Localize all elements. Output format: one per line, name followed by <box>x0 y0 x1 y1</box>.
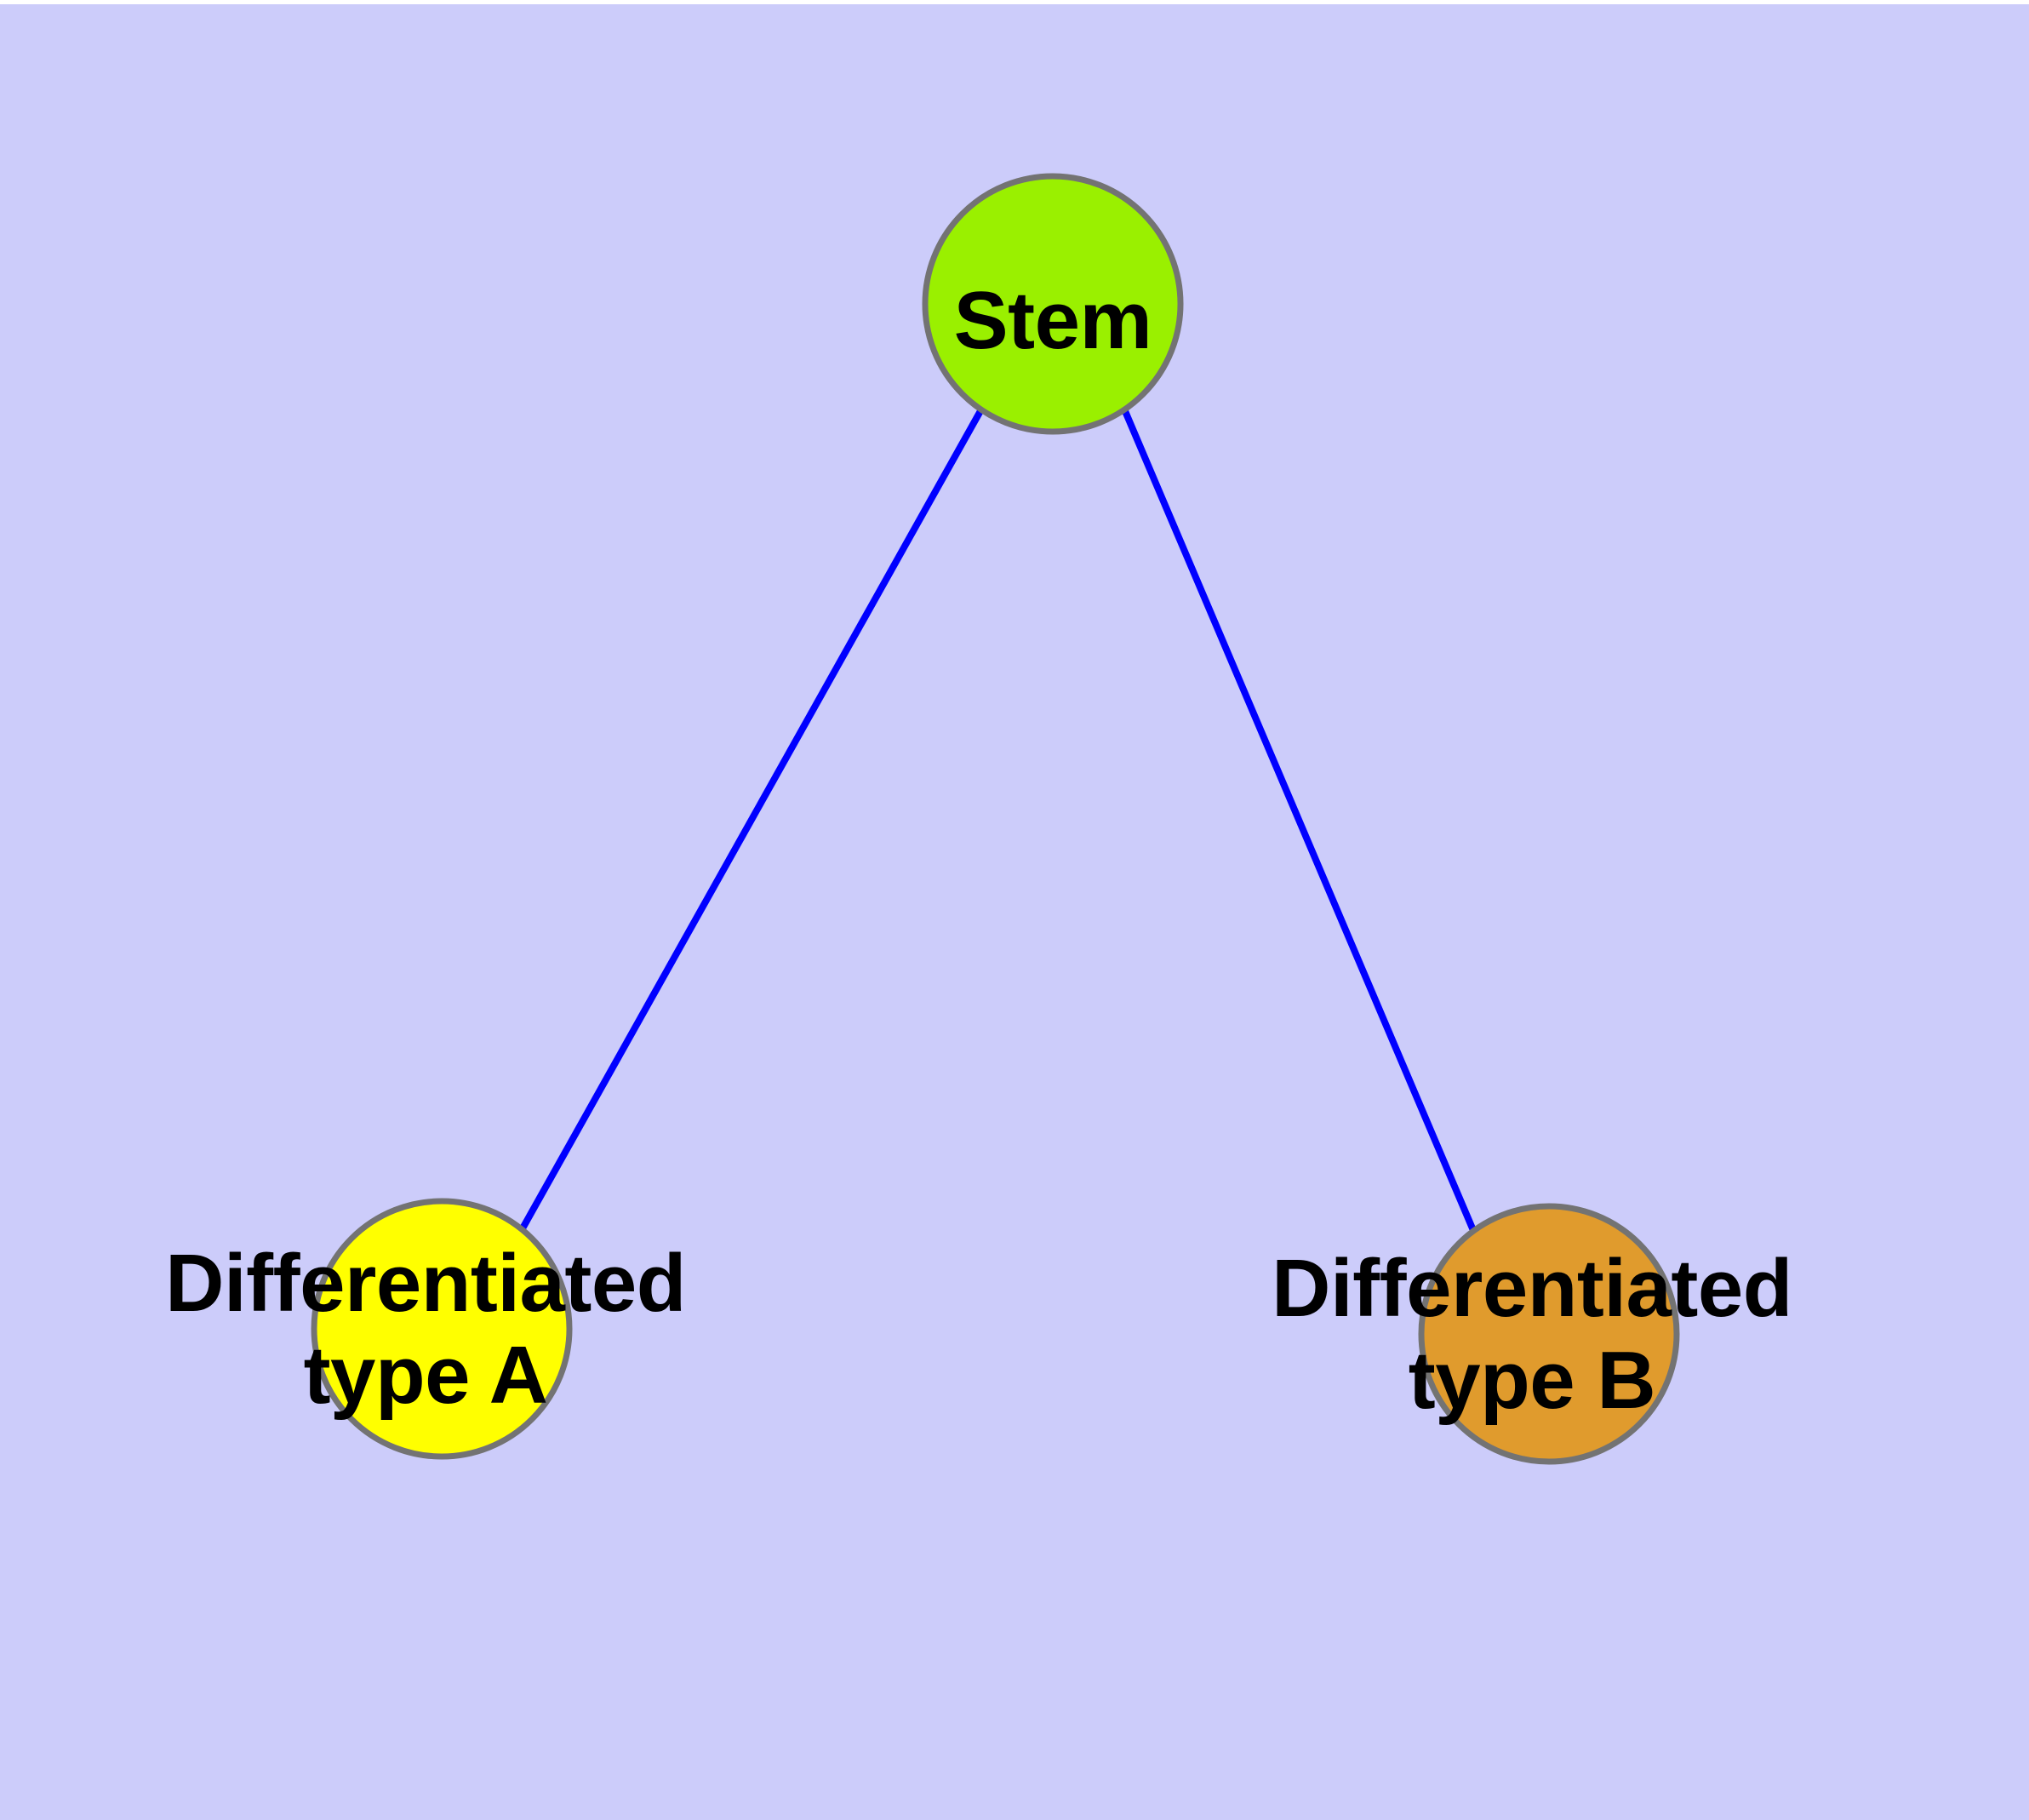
graph-node-diff_a[interactable] <box>311 1198 573 1460</box>
graph-edge-stem-diff_a <box>519 408 985 1230</box>
graph-node-diff_b[interactable] <box>1418 1203 1680 1465</box>
edges-group <box>519 408 1478 1236</box>
graph-node-stem[interactable] <box>922 173 1184 435</box>
graph-edge-stem-diff_b <box>1122 409 1478 1236</box>
nodes-group <box>311 173 1680 1465</box>
